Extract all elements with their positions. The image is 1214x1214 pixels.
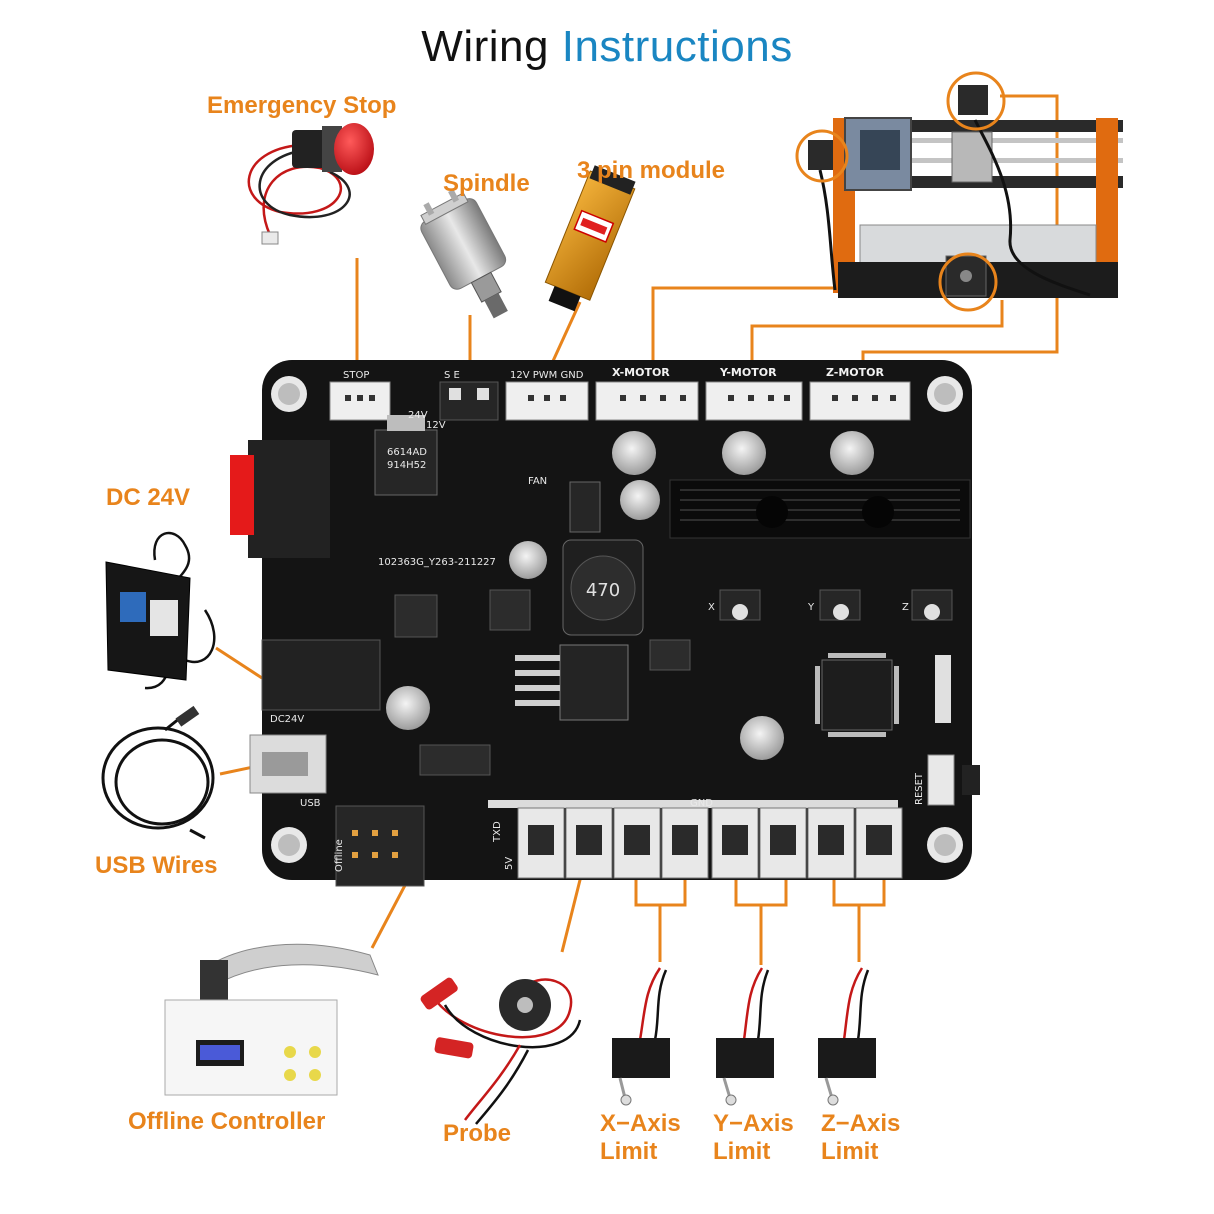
title-word-instructions: Instructions (561, 22, 793, 71)
line-dc24v (215, 646, 263, 680)
silk-dc24v: DC24V (270, 714, 304, 725)
silk-txd: TXD (492, 821, 503, 843)
label-usb-wires: USB Wires (95, 852, 218, 879)
label-y-axis-limit: Y−Axis Limit (713, 1110, 794, 1166)
silk-y-motor: Y-MOTOR (719, 366, 777, 379)
label-dc24v: DC 24V (106, 484, 191, 511)
silk-spindle: S E (444, 370, 460, 381)
spindle-motor (420, 189, 508, 319)
label-pin-module: 3 pin module (577, 157, 726, 184)
silk-offline: Offline (334, 839, 345, 872)
label-probe: Probe (443, 1120, 512, 1147)
emergency-stop-switch (247, 123, 374, 245)
probe-device (420, 977, 582, 1125)
silk-stop: STOP (343, 370, 369, 381)
silk-5v: 5V (504, 857, 515, 870)
laser-module (544, 165, 636, 312)
silk-fan: FAN (528, 476, 547, 487)
label-emergency-stop: Emergency Stop (207, 92, 397, 119)
bracket-y (734, 878, 788, 965)
label-x-axis-limit: X−Axis Limit (600, 1110, 681, 1166)
chip-code2: 914H52 (387, 460, 426, 471)
cnc-machine (795, 71, 1123, 312)
label-spindle: Spindle (443, 170, 530, 197)
silk-pwm: 12V PWM GND (510, 370, 584, 381)
label-y-axis-line2: Limit (713, 1138, 771, 1165)
silk-inductor: 470 (586, 580, 620, 601)
line-z-motor (861, 94, 1059, 372)
silk-z-motor: Z-MOTOR (826, 366, 885, 379)
silk-reset: RESET (914, 772, 925, 805)
limit-switch-y (716, 967, 774, 1106)
bracket-x (634, 878, 687, 962)
silk-usb: USB (300, 798, 321, 809)
control-board: STOP S E 12V PWM GND X-MOTOR Y-MOTOR Z-M… (230, 360, 980, 887)
offline-controller-device (164, 943, 379, 1096)
label-offline-controller: Offline Controller (128, 1108, 326, 1135)
label-z-axis-line2: Limit (821, 1138, 879, 1165)
title-word-wiring: Wiring (421, 22, 549, 71)
silk-x: X (708, 602, 715, 613)
label-x-axis-line1: X−Axis (600, 1110, 681, 1137)
label-x-axis-line2: Limit (600, 1138, 658, 1165)
usb-cable (101, 705, 215, 840)
silk-y: Y (807, 602, 815, 613)
silk-z: Z (902, 602, 909, 613)
power-adapter (105, 531, 216, 690)
label-z-axis-line1: Z−Axis (821, 1110, 901, 1137)
limit-switch-x (612, 967, 670, 1106)
chip-code: 6614AD (387, 447, 427, 458)
line-y-motor (750, 300, 1004, 375)
bracket-z (832, 878, 886, 962)
silk-12v: 12V (426, 420, 446, 431)
silk-serial: 102363G_Y263-211227 (378, 557, 496, 568)
mounting-holes (271, 376, 963, 863)
silk-x-motor: X-MOTOR (612, 366, 670, 379)
label-z-axis-limit: Z−Axis Limit (821, 1110, 900, 1166)
silk-24v: 24V (408, 410, 428, 421)
limit-switch-z (818, 967, 876, 1106)
label-y-axis-line1: Y−Axis (713, 1110, 794, 1137)
line-probe (560, 871, 584, 953)
silk-gnd: GND (690, 798, 713, 809)
page-title: Wiring Instructions (0, 22, 1214, 72)
